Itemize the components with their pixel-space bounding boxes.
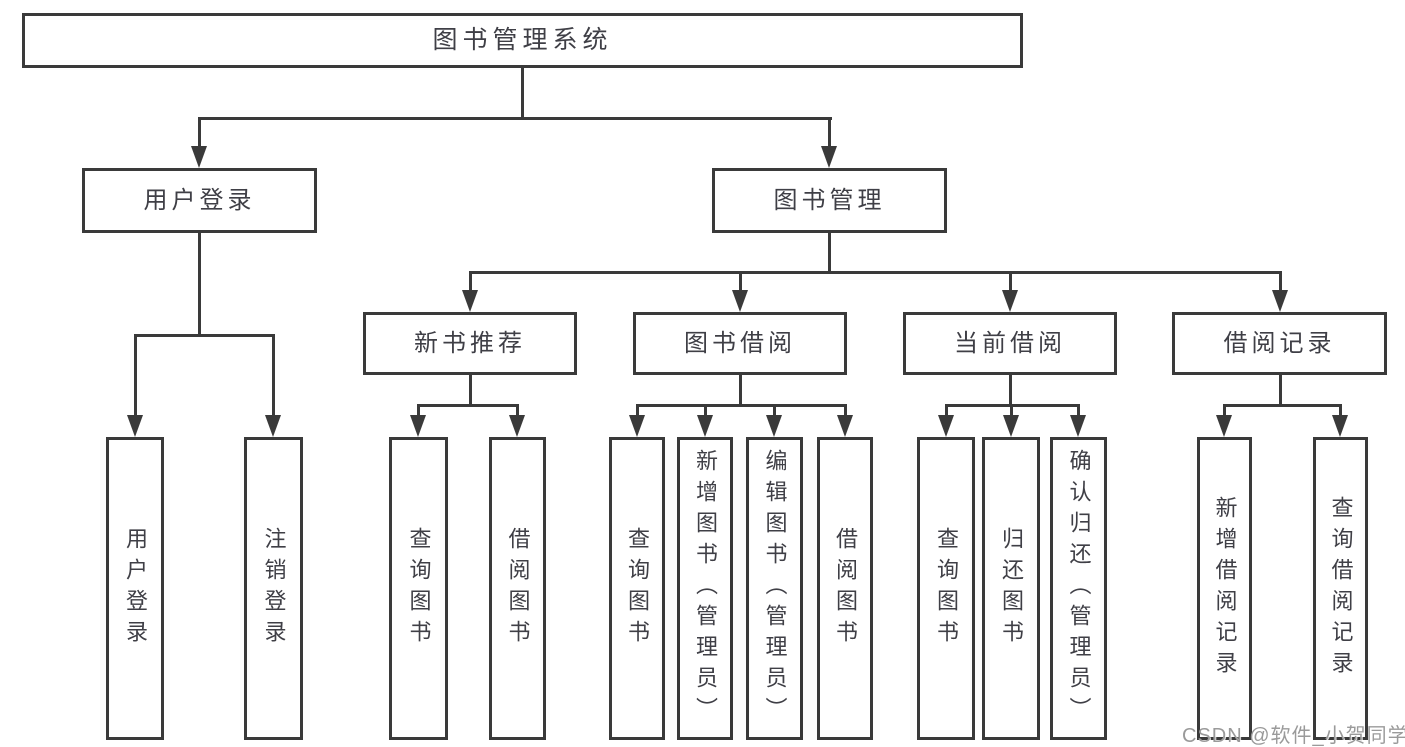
- connector-line: [521, 66, 524, 119]
- leaf-query-books-rec: 查询图书: [389, 437, 448, 740]
- arrow-down-icon: [1002, 290, 1018, 312]
- connector-line: [469, 271, 472, 293]
- arrow-down-icon: [697, 415, 713, 437]
- leaf-borrow-books-rec: 借阅图书: [489, 437, 546, 740]
- node-borrow-records: 借阅记录: [1172, 312, 1387, 375]
- connector-line: [134, 334, 275, 337]
- arrow-down-icon: [821, 146, 837, 168]
- arrow-down-icon: [1332, 415, 1348, 437]
- leaf-add-borrow-record-label: 新增借阅记录: [1212, 495, 1238, 682]
- connector-line: [469, 271, 1282, 274]
- node-book-borrow: 图书借阅: [633, 312, 847, 375]
- node-new-book-rec: 新书推荐: [363, 312, 577, 375]
- arrow-down-icon: [265, 415, 281, 437]
- connector-line: [739, 373, 742, 406]
- connector-line: [773, 404, 776, 418]
- leaf-borrow-books-borrow: 借阅图书: [817, 437, 873, 740]
- node-book-borrow-label: 图书借阅: [684, 329, 796, 357]
- connector-line: [1279, 373, 1282, 406]
- connector-line: [469, 373, 472, 406]
- connector-line: [417, 404, 420, 418]
- arrow-down-icon: [1216, 415, 1232, 437]
- leaf-user-login-label: 用户登录: [123, 526, 148, 651]
- connector-line: [198, 231, 201, 336]
- leaf-query-books-current-label: 查询图书: [934, 526, 959, 651]
- arrow-down-icon: [1272, 290, 1288, 312]
- leaf-return-book: 归还图书: [982, 437, 1040, 740]
- arrow-down-icon: [410, 415, 426, 437]
- connector-line: [1339, 404, 1342, 418]
- arrow-down-icon: [462, 290, 478, 312]
- leaf-add-borrow-record: 新增借阅记录: [1197, 437, 1252, 740]
- node-user-login: 用户登录: [82, 168, 317, 233]
- connector-line: [636, 404, 639, 418]
- leaf-borrow-books-rec-label: 借阅图书: [505, 526, 531, 651]
- connector-line: [739, 271, 742, 293]
- connector-line: [1279, 271, 1282, 293]
- node-book-mgmt: 图书管理: [712, 168, 947, 233]
- connector-line: [198, 117, 832, 120]
- connector-line: [1010, 404, 1013, 418]
- arrow-down-icon: [127, 415, 143, 437]
- connector-line: [272, 334, 275, 418]
- connector-line: [417, 404, 519, 407]
- arrow-down-icon: [509, 415, 525, 437]
- arrow-down-icon: [732, 290, 748, 312]
- leaf-query-books-borrow-label: 查询图书: [625, 526, 650, 651]
- leaf-query-borrow-record: 查询借阅记录: [1313, 437, 1368, 740]
- arrow-down-icon: [1070, 415, 1086, 437]
- node-root-label: 图书管理系统: [432, 26, 613, 54]
- node-borrow-records-label: 借阅记录: [1223, 329, 1336, 357]
- connector-line: [198, 117, 201, 149]
- csdn-watermark: CSDN @软件_小贺同学: [1182, 725, 1405, 747]
- arrow-down-icon: [191, 146, 207, 168]
- leaf-add-book-admin-label: 新增图书（管理员）: [693, 449, 718, 728]
- leaf-query-books-rec-label: 查询图书: [406, 526, 432, 651]
- leaf-query-borrow-record-label: 查询借阅记录: [1328, 495, 1354, 682]
- connector-line: [636, 404, 846, 407]
- connector-line: [134, 334, 137, 418]
- arrow-down-icon: [766, 415, 782, 437]
- leaf-return-book-label: 归还图书: [999, 526, 1024, 651]
- connector-line: [1223, 404, 1341, 407]
- leaf-borrow-books-borrow-label: 借阅图书: [833, 526, 858, 651]
- connector-line: [828, 231, 831, 273]
- node-user-login-label: 用户登录: [143, 186, 256, 214]
- node-current-borrow-label: 当前借阅: [954, 329, 1066, 357]
- node-new-book-rec-label: 新书推荐: [414, 329, 526, 357]
- node-root: 图书管理系统: [22, 13, 1023, 68]
- arrow-down-icon: [837, 415, 853, 437]
- connector-line: [1077, 404, 1080, 418]
- connector-line: [516, 404, 519, 418]
- connector-line: [1223, 404, 1226, 418]
- arrow-down-icon: [1003, 415, 1019, 437]
- connector-line: [945, 404, 948, 418]
- arrow-down-icon: [629, 415, 645, 437]
- leaf-user-login: 用户登录: [106, 437, 164, 740]
- node-book-mgmt-label: 图书管理: [773, 186, 886, 214]
- leaf-edit-book-admin: 编辑图书（管理员）: [746, 437, 803, 740]
- connector-line: [828, 117, 831, 149]
- connector-line: [844, 404, 847, 418]
- connector-line: [1009, 271, 1012, 293]
- arrow-down-icon: [938, 415, 954, 437]
- connector-line: [704, 404, 707, 418]
- connector-line: [1009, 373, 1012, 406]
- leaf-logout-label: 注销登录: [261, 526, 287, 651]
- leaf-confirm-return-admin: 确认归还（管理员）: [1050, 437, 1107, 740]
- leaf-confirm-return-admin-label: 确认归还（管理员）: [1066, 449, 1092, 728]
- leaf-edit-book-admin-label: 编辑图书（管理员）: [762, 449, 788, 728]
- leaf-query-books-borrow: 查询图书: [609, 437, 665, 740]
- node-current-borrow: 当前借阅: [903, 312, 1117, 375]
- leaf-logout: 注销登录: [244, 437, 303, 740]
- leaf-query-books-current: 查询图书: [917, 437, 975, 740]
- leaf-add-book-admin: 新增图书（管理员）: [677, 437, 733, 740]
